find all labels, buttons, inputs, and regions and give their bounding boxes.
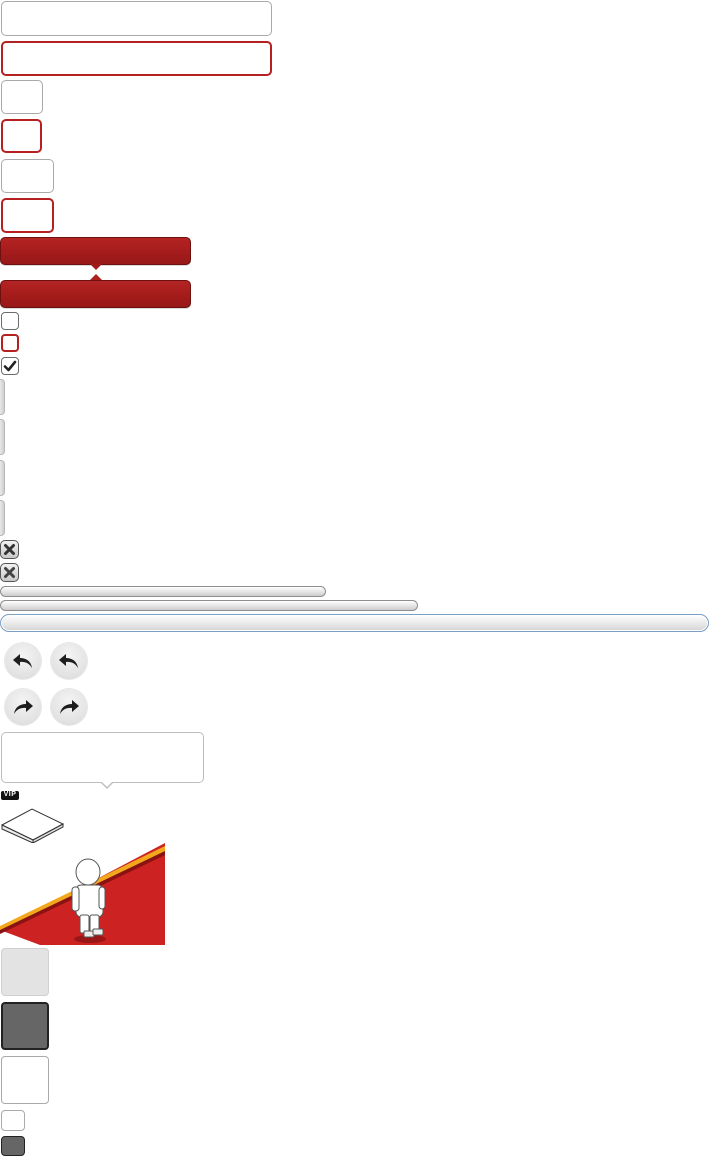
side-tab-4[interactable] <box>0 500 5 536</box>
side-tab-3[interactable] <box>0 460 5 496</box>
speech-bubble <box>1 732 204 783</box>
vip-badge: VIP <box>1 791 19 800</box>
tooltip-arrow-down <box>90 264 102 270</box>
redo-button-hover[interactable] <box>51 689 87 725</box>
medium-input[interactable] <box>1 159 54 193</box>
close-button[interactable] <box>0 540 19 559</box>
close-x-icon <box>4 567 15 578</box>
close-button-alt[interactable] <box>0 563 19 582</box>
room-preview-image <box>0 843 165 945</box>
mini-swatch-white[interactable] <box>1 1110 25 1131</box>
text-input[interactable] <box>1 1 272 36</box>
small-input-error[interactable] <box>1 119 42 153</box>
text-input-error[interactable] <box>1 41 272 76</box>
small-input[interactable] <box>1 80 43 114</box>
progress-bar-2 <box>0 600 418 611</box>
arrow-undo-icon <box>13 654 32 668</box>
medium-input-error[interactable] <box>1 198 54 233</box>
undo-button[interactable] <box>5 643 41 679</box>
side-tab-1[interactable] <box>0 379 5 415</box>
progress-bar-1 <box>0 586 326 597</box>
arrow-redo-icon <box>60 700 79 714</box>
tooltip-arrow-up <box>90 274 102 280</box>
mini-swatch-dark[interactable] <box>1 1136 25 1156</box>
checkbox-checked[interactable] <box>1 357 19 375</box>
error-tooltip-bottom <box>0 280 191 308</box>
swatch-white[interactable] <box>1 1056 49 1104</box>
arrow-undo-icon <box>59 654 78 668</box>
speech-bubble-tail-inner <box>101 781 113 787</box>
undo-button-hover[interactable] <box>51 643 87 679</box>
side-tab-2[interactable] <box>0 419 5 455</box>
swatch-light[interactable] <box>1 948 49 996</box>
checkbox-unchecked[interactable] <box>1 312 19 330</box>
swatch-dark[interactable] <box>1 1002 49 1050</box>
checkmark-icon <box>3 360 17 372</box>
close-x-icon <box>4 544 15 555</box>
progress-bar-3 <box>0 614 709 632</box>
redo-button[interactable] <box>5 689 41 725</box>
error-tooltip-top <box>0 237 191 265</box>
checkbox-error[interactable] <box>1 334 19 352</box>
avatar-figure <box>71 858 106 938</box>
arrow-redo-icon <box>14 700 33 714</box>
isometric-tile-icon <box>0 808 65 843</box>
